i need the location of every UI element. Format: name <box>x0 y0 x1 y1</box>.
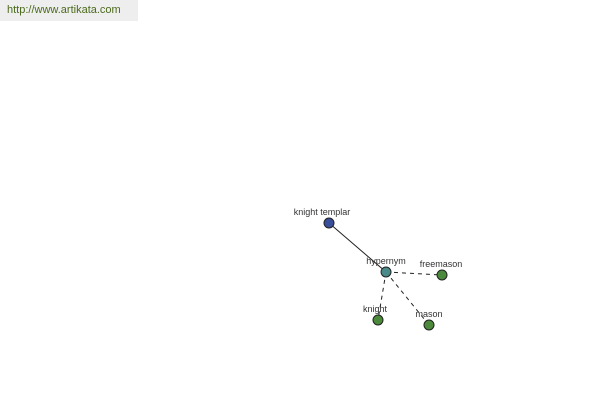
site-url-link[interactable]: http://www.artikata.com <box>7 4 121 16</box>
node-mason[interactable] <box>423 319 435 331</box>
node-label-knight[interactable]: knight <box>363 304 388 314</box>
node-label-hypernym[interactable]: hypernym <box>366 256 406 266</box>
url-banner: http://www.artikata.com <box>0 0 138 21</box>
node-layer: knight templar hypernym freemason knight mas… <box>294 207 463 331</box>
node-freemason[interactable] <box>436 269 448 281</box>
node-knight[interactable] <box>372 314 384 326</box>
edge-hypernym-freemason <box>385 271 443 276</box>
edge-knight_templar-hypernym <box>328 222 387 273</box>
edge-hypernym-mason <box>385 271 430 326</box>
edge-layer <box>328 222 443 326</box>
node-knight-templar[interactable] <box>323 217 335 229</box>
node-hypernym[interactable] <box>380 266 392 278</box>
node-label-mason[interactable]: mason <box>415 309 442 319</box>
node-label-knight-templar[interactable]: knight templar <box>294 207 351 217</box>
edge-hypernym-knight <box>377 271 387 321</box>
node-label-freemason[interactable]: freemason <box>420 259 463 269</box>
